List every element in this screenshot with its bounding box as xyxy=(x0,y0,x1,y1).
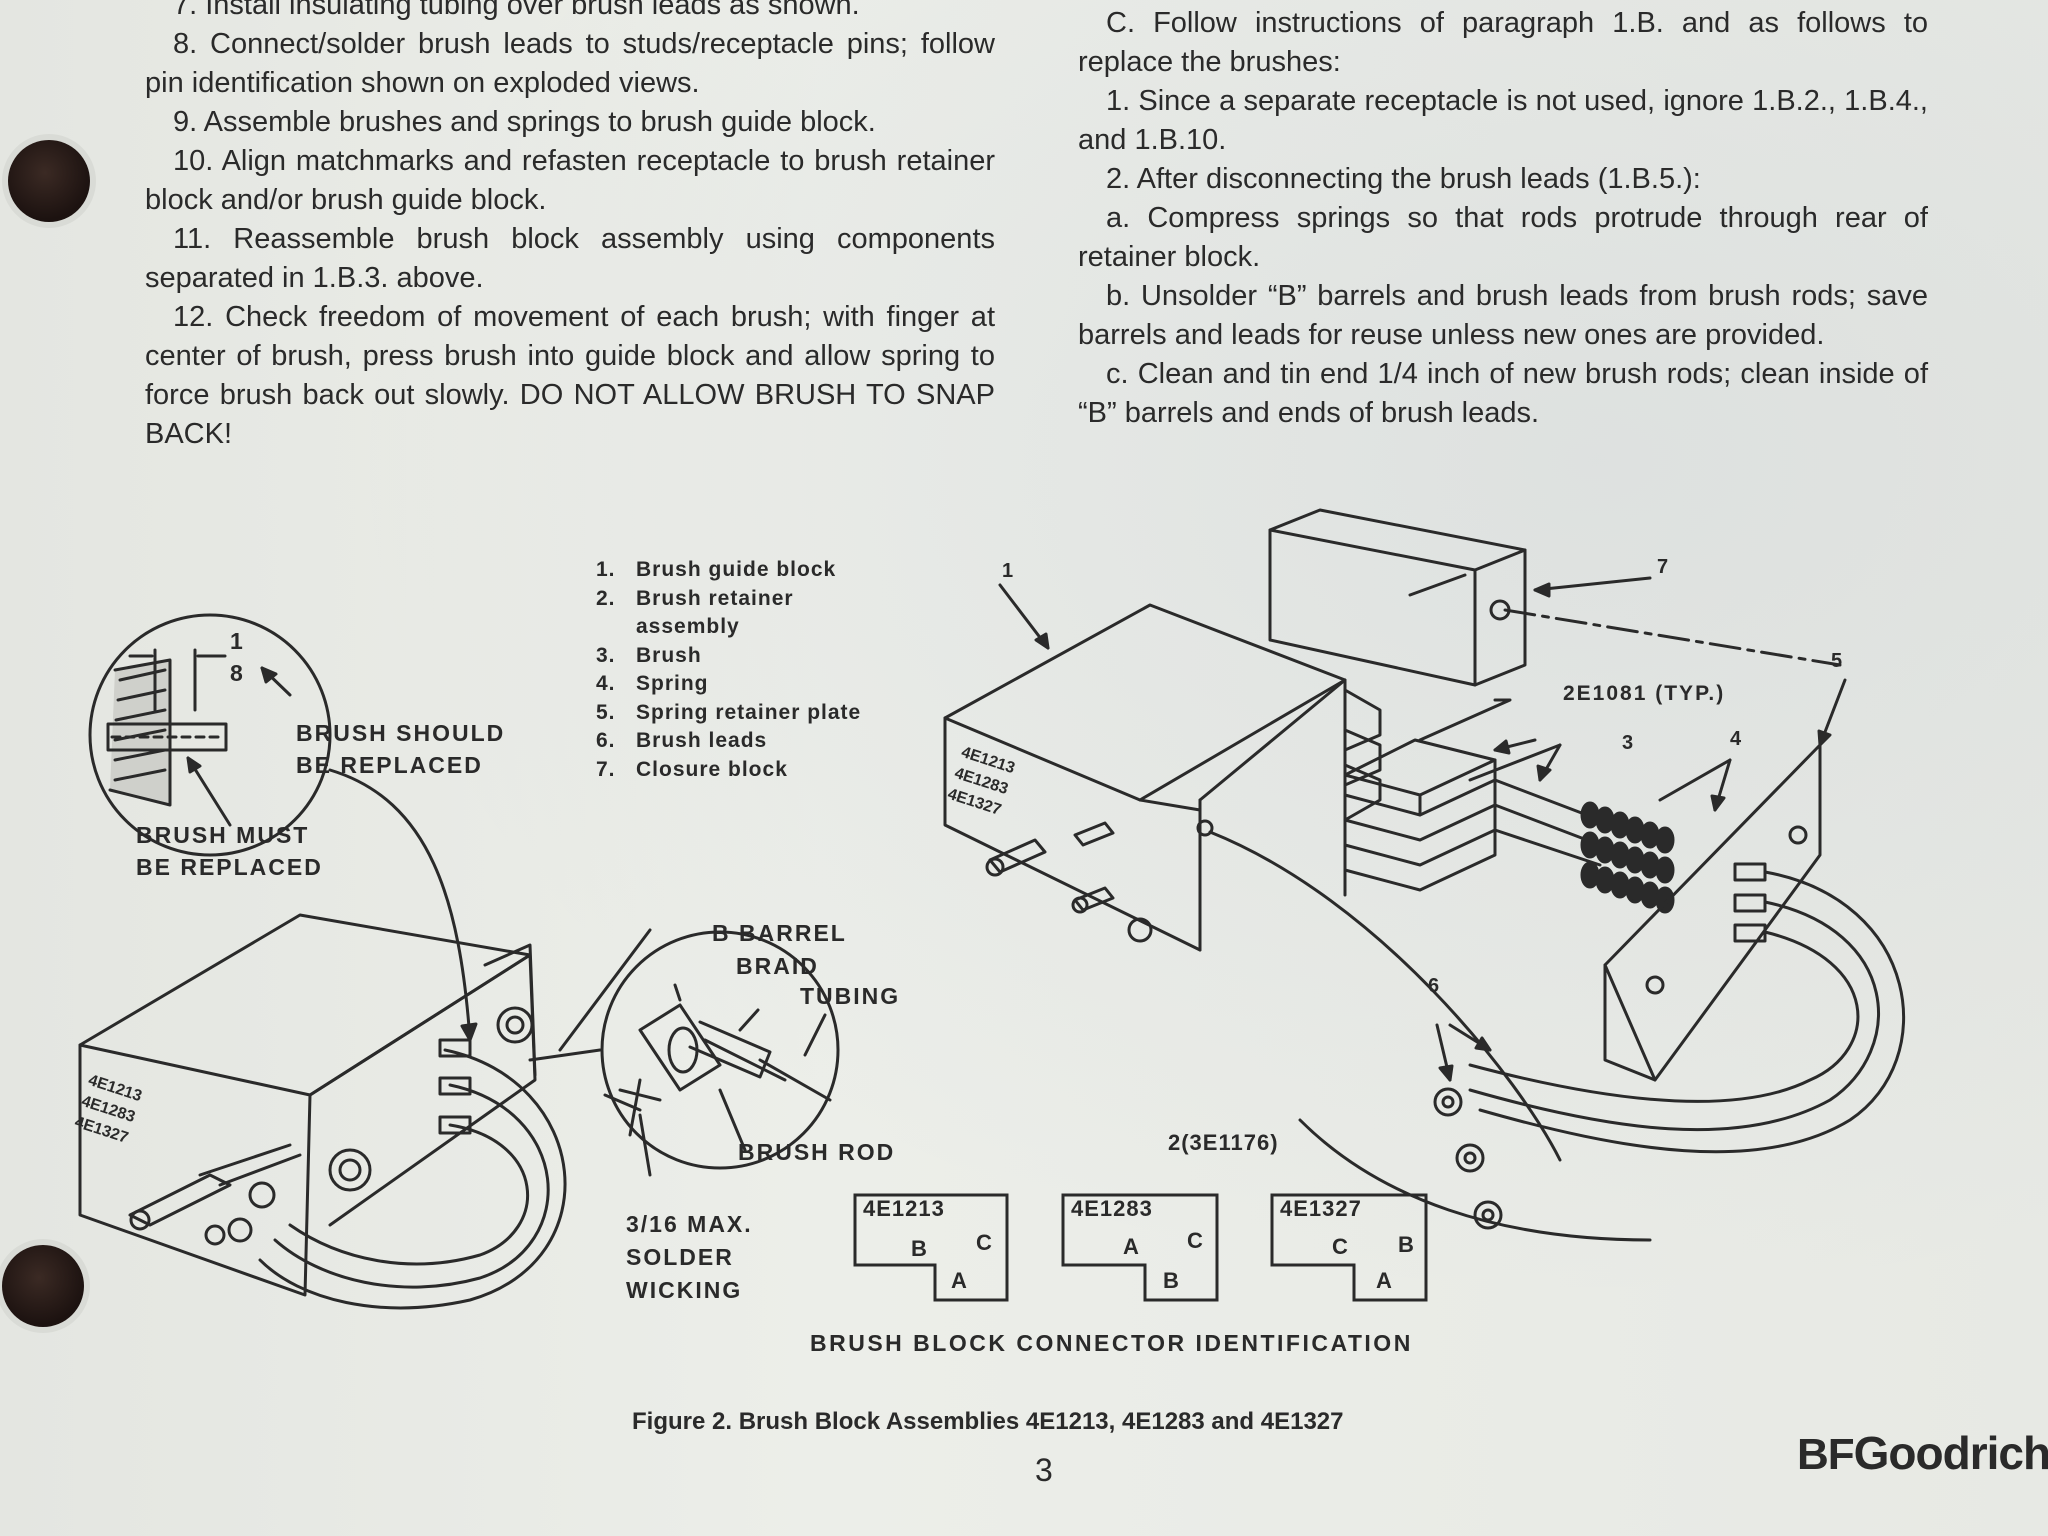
pin-label: A xyxy=(1376,1268,1392,1293)
legend-item: 6.Brush leads xyxy=(596,729,768,752)
qty-part-label: 2(3E1176) xyxy=(1168,1130,1279,1155)
tubing-label: TUBING xyxy=(800,983,901,1009)
closure-block xyxy=(1268,508,1842,687)
parts-legend: 1.Brush guide block 2.Brush retainer ass… xyxy=(596,556,861,784)
step-8: 8. Connect/solder brush leads to studs/r… xyxy=(145,28,995,99)
solder-detail xyxy=(528,928,840,1177)
legend-item-continued: assembly xyxy=(636,615,740,638)
connector-4e1213: 4E1213 B C A xyxy=(863,1196,992,1293)
para-c-2b: b. Unsolder “B” barrels and brush leads … xyxy=(1078,280,1928,351)
be-replaced-label: BE REPLACED xyxy=(296,752,483,778)
pin-label: C xyxy=(976,1230,992,1255)
pin-label: B xyxy=(1163,1268,1179,1293)
figure-caption: Figure 2. Brush Block Assemblies 4E1213,… xyxy=(632,1408,1344,1435)
solder-label-2: SOLDER xyxy=(626,1244,734,1270)
legend-item: 4.Spring xyxy=(596,672,709,695)
pin-label: B xyxy=(911,1236,927,1261)
callout-4: 4 xyxy=(1730,728,1744,750)
legend-item: 7.Closure block xyxy=(596,757,788,781)
pin-label: A xyxy=(951,1268,967,1293)
solder-label-3: WICKING xyxy=(626,1277,743,1303)
pin-label: C xyxy=(1332,1234,1348,1259)
pin-label: C xyxy=(1187,1228,1203,1253)
callout-6: 6 xyxy=(1428,975,1442,997)
binder-hole-bottom xyxy=(2,1245,84,1327)
step-10: 10. Align matchmarks and refasten recept… xyxy=(145,145,995,216)
binder-hole-top xyxy=(8,140,90,222)
brand-logo: BFGoodrich xyxy=(1797,1427,2048,1479)
callout-5: 5 xyxy=(1831,650,1845,672)
brush-guide-block xyxy=(943,583,1562,1162)
assembled-brush-block xyxy=(78,913,567,1310)
typ-part-label: 2E1081 (TYP.) xyxy=(1563,682,1726,705)
step-7: 7. Install insulating tubing over brush … xyxy=(173,0,860,21)
step-9: 9. Assemble brushes and springs to brush… xyxy=(173,106,876,138)
callout-3: 3 xyxy=(1622,732,1636,754)
step-12: 12. Check freedom of movement of each br… xyxy=(145,301,995,450)
braid-label: BRAID xyxy=(736,953,819,979)
right-column-text: C. Follow instructions of paragraph 1.B.… xyxy=(1078,4,1928,433)
pin-label: A xyxy=(1123,1234,1139,1259)
para-c-1: 1. Since a separate receptacle is not us… xyxy=(1078,85,1928,156)
fraction-denominator: 8 xyxy=(230,660,245,686)
pin-label: B xyxy=(1398,1232,1414,1257)
para-c-2: 2. After disconnecting the brush leads (… xyxy=(1106,163,1701,195)
connector-caption: BRUSH BLOCK CONNECTOR IDENTIFICATION xyxy=(810,1330,1413,1356)
page-number: 3 xyxy=(1035,1452,1053,1488)
legend-item: 1.Brush guide block xyxy=(596,558,837,581)
fraction-numerator: 1 xyxy=(230,628,245,654)
connector-4e1283: 4E1283 A C B xyxy=(1071,1196,1203,1293)
para-c: C. Follow instructions of paragraph 1.B.… xyxy=(1078,7,1928,78)
left-column-text: 7. Install insulating tubing over brush … xyxy=(145,0,995,454)
b-barrel-label: B BARREL xyxy=(712,920,847,946)
legend-item: 3.Brush xyxy=(596,643,702,667)
callout-7: 7 xyxy=(1657,556,1671,578)
connector-4e1327: 4E1327 C B A xyxy=(1280,1196,1414,1293)
legend-item: 2.Brush retainer xyxy=(596,586,794,610)
brush-rod-label: BRUSH ROD xyxy=(738,1139,896,1165)
para-c-2c: c. Clean and tin end 1/4 inch of new bru… xyxy=(1078,358,1928,429)
step-11: 11. Reassemble brush block assembly usin… xyxy=(145,223,995,294)
brush-must-label: BRUSH MUST xyxy=(136,822,310,848)
be-replaced-label-2: BE REPLACED xyxy=(136,854,323,880)
brush-should-label: BRUSH SHOULD xyxy=(296,720,506,746)
callout-1: 1 xyxy=(1002,560,1016,582)
springs xyxy=(1580,758,1732,914)
solder-label-1: 3/16 MAX. xyxy=(626,1211,753,1237)
para-c-2a: a. Compress springs so that rods protrud… xyxy=(1078,202,1928,273)
brush-wear-detail xyxy=(88,613,478,1042)
brush-leads xyxy=(1298,870,1906,1242)
legend-item: 5.Spring retainer plate xyxy=(596,700,862,724)
